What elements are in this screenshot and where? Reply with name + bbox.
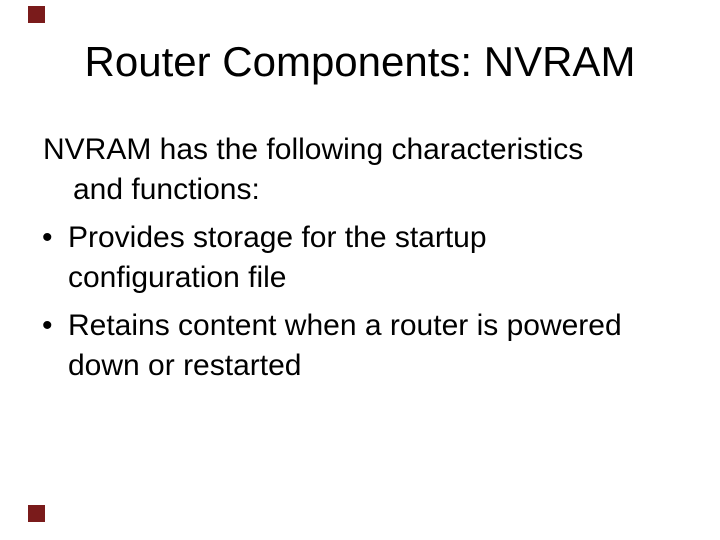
slide-body: NVRAM has the following characteristics … bbox=[42, 130, 693, 386]
bullet-marker: • bbox=[42, 221, 53, 254]
intro-line-1: NVRAM has the following characteristics bbox=[43, 133, 584, 166]
intro-line-2: and functions: bbox=[73, 173, 260, 206]
bullet-text: Retains content when a router is powered… bbox=[68, 306, 622, 386]
bullet-2-line-2: down or restarted bbox=[68, 349, 302, 382]
bullet-text: Provides storage for the startup configu… bbox=[68, 218, 487, 298]
bullet-marker: • bbox=[42, 309, 53, 342]
bullet-2-line-1: Retains content when a router is powered bbox=[68, 309, 622, 342]
intro-paragraph: NVRAM has the following characteristics … bbox=[43, 130, 693, 210]
slide-title: Router Components: NVRAM bbox=[84, 38, 636, 85]
bullet-item-2: • Retains content when a router is power… bbox=[42, 306, 693, 386]
bullet-1-line-2: configuration file bbox=[68, 261, 287, 294]
bullet-item-1: • Provides storage for the startup confi… bbox=[42, 218, 693, 298]
bullet-1-line-1: Provides storage for the startup bbox=[68, 221, 487, 254]
corner-accent-square-bottom bbox=[28, 505, 45, 522]
corner-accent-square-top bbox=[28, 6, 45, 23]
